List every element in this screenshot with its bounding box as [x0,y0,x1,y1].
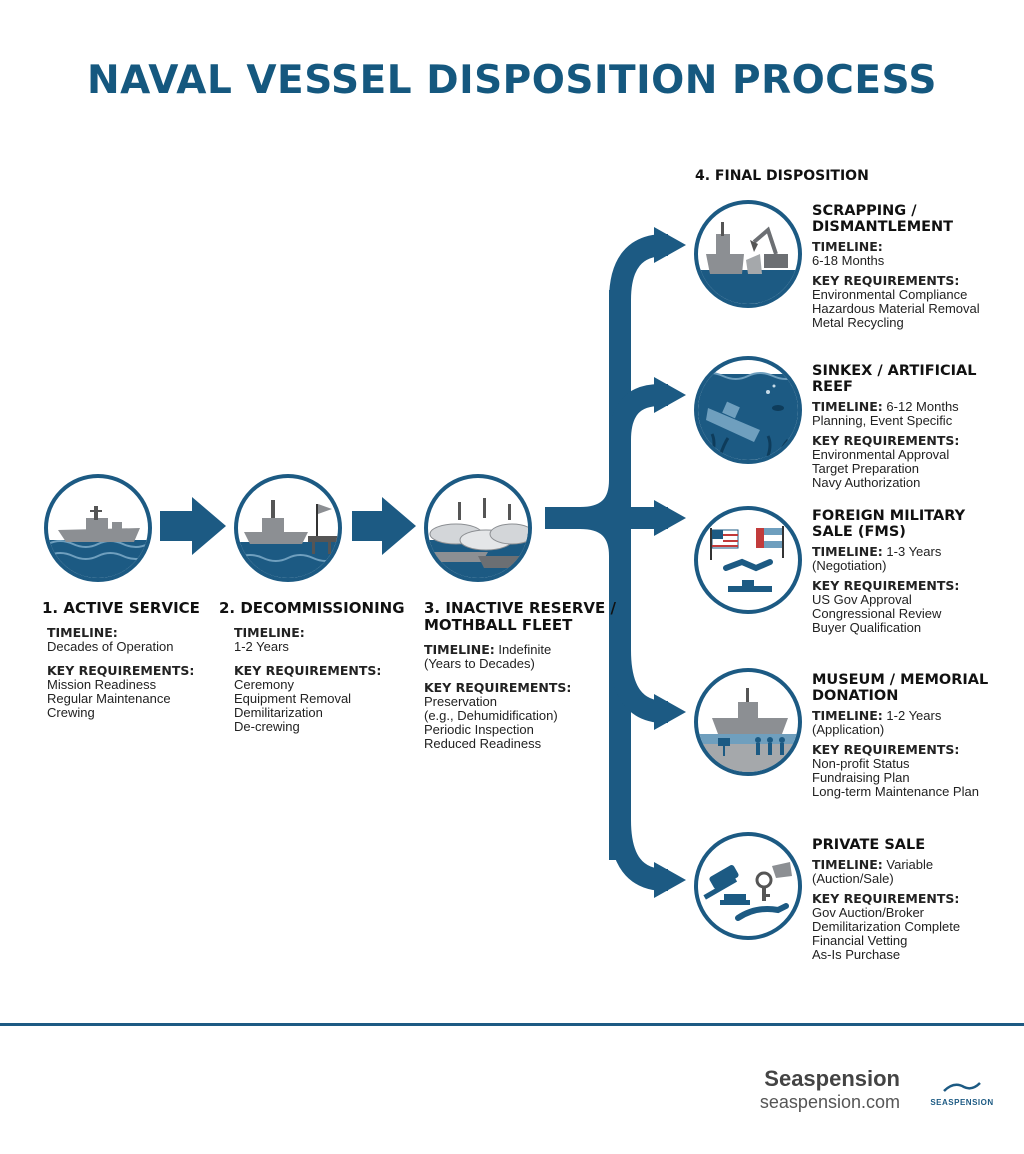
timeline-label: TIMELINE: [812,239,883,254]
stage-2-details: TIMELINE: 1-2 Years KEY REQUIREMENTS: Ce… [234,626,381,734]
requirement-item: Environmental Approval [812,447,950,462]
destroyer-at-sea-icon [44,474,152,582]
requirement-item: Metal Recycling [812,315,904,330]
requirement-item: Congressional Review [812,606,942,621]
requirements-label: KEY REQUIREMENTS: [47,663,195,678]
requirement-item: Target Preparation [812,461,919,476]
timeline-value: (Negotiation) [812,558,887,573]
timeline-label: TIMELINE: [812,544,883,559]
timeline-label: TIMELINE: [47,625,118,640]
stage-2-title: 2. DECOMMISSIONING [219,599,405,617]
requirement-item: Long-term Maintenance Plan [812,784,979,799]
requirement-item: Buyer Qualification [812,620,922,635]
requirement-item: Fundraising Plan [812,770,910,785]
requirements-label: KEY REQUIREMENTS: [812,273,960,288]
requirement-item: Demilitarization [234,705,323,720]
arrowhead-museum [654,694,686,730]
timeline-value: (Auction/Sale) [812,871,894,886]
timeline-label: TIMELINE: [812,857,883,872]
timeline-value: Indefinite [498,642,552,657]
timeline-value: Decades of Operation [47,639,174,654]
option-private-sale-details: PRIVATE SALE TIMELINE: Variable (Auction… [812,837,1022,962]
museum-ship-visitors-icon [694,668,802,776]
brand-name: Seaspension [764,1066,900,1091]
requirement-item: Gov Auction/Broker [812,905,924,920]
timeline-value: 6-18 Months [812,253,885,268]
ship-at-pier-flag-icon [234,474,342,582]
option-fms-details: FOREIGN MILITARY SALE (FMS) TIMELINE: 1-… [812,508,1022,635]
timeline-value: (Years to Decades) [424,656,535,671]
requirement-item: Mission Readiness [47,677,157,692]
arrow-1-to-2 [160,497,226,555]
requirement-item: Periodic Inspection [424,722,534,737]
requirement-item: De-crewing [234,719,300,734]
option-scrapping-details: SCRAPPING / DISMANTLEMENT TIMELINE: 6-18… [812,203,1022,330]
requirements-label: KEY REQUIREMENTS: [812,433,960,448]
requirement-item: Regular Maintenance [47,691,171,706]
stage-3-details: TIMELINE: Indefinite (Years to Decades) … [424,643,571,751]
requirement-item: Hazardous Material Removal [812,301,980,316]
timeline-value: Planning, Event Specific [812,413,953,428]
requirement-item: US Gov Approval [812,592,912,607]
wave-logo-icon [943,1082,981,1092]
timeline-value: (Application) [812,722,885,737]
option-museum-details: MUSEUM / MEMORIAL DONATION TIMELINE: 1-2… [812,672,1022,799]
option-title: SINKEX / ARTIFICIAL REEF [812,363,977,395]
option-title: MUSEUM / MEMORIAL DONATION [812,672,989,704]
arrowhead-private [654,862,686,898]
option-title: PRIVATE SALE [812,837,926,853]
sunken-ship-reef-icon [694,356,802,464]
requirement-item: Reduced Readiness [424,736,542,751]
timeline-value: 1-2 Years [234,639,289,654]
footer-divider [0,1023,1024,1026]
timeline-label: TIMELINE: [812,708,883,723]
requirements-label: KEY REQUIREMENTS: [234,663,382,678]
timeline-value: 1-3 Years [886,544,942,559]
requirement-item: Financial Vetting [812,933,908,948]
requirement-item: As-Is Purchase [812,947,901,962]
requirement-item: Demilitarization Complete [812,919,961,934]
requirements-label: KEY REQUIREMENTS: [812,578,960,593]
timeline-value: Variable [886,857,934,872]
brand-url[interactable]: seaspension.com [759,1092,900,1112]
option-title: SCRAPPING / DISMANTLEMENT [812,203,954,235]
brand-logo-text: SEASPENSION [930,1098,994,1107]
requirement-item: Preservation [424,694,497,709]
stage-3-title: 3. INACTIVE RESERVE / MOTHBALL FLEET [424,599,616,634]
timeline-label: TIMELINE: [424,642,495,657]
mothball-fleet-icon [424,474,532,582]
requirement-item: Equipment Removal [234,691,352,706]
requirement-item: Crewing [47,705,95,720]
brand-logo: SEASPENSION [920,1080,1004,1107]
requirement-item: Navy Authorization [812,475,921,490]
timeline-label: TIMELINE: [234,625,305,640]
arrowhead-scrapping [654,227,686,263]
flags-handshake-icon [694,506,802,614]
page-title: NAVAL VESSEL DISPOSITION PROCESS [87,58,937,103]
arrowhead-sinkex [654,377,686,413]
flow-connector [160,227,686,898]
requirements-label: KEY REQUIREMENTS: [812,891,960,906]
timeline-label: TIMELINE: [812,399,883,414]
requirement-item: (e.g., Dehumidification) [424,708,558,723]
gavel-key-sale-icon [694,832,802,940]
option-title: FOREIGN MILITARY SALE (FMS) [812,508,966,540]
timeline-value: 1-2 Years [886,708,942,723]
ship-scrapping-excavator-icon [694,200,802,308]
option-sinkex-details: SINKEX / ARTIFICIAL REEF TIMELINE: 6-12 … [812,363,1022,490]
requirement-item: Non-profit Status [812,756,910,771]
requirements-label: KEY REQUIREMENTS: [812,742,960,757]
arrow-2-to-3 [352,497,416,555]
final-disposition-heading: 4. FINAL DISPOSITION [695,168,869,184]
stage-1-title: 1. ACTIVE SERVICE [42,599,200,617]
stage-1-details: TIMELINE: Decades of Operation KEY REQUI… [47,626,194,720]
requirement-item: Environmental Compliance [812,287,968,302]
timeline-value: 6-12 Months [886,399,959,414]
requirements-label: KEY REQUIREMENTS: [424,680,572,695]
arrowhead-fms [654,500,686,536]
requirement-item: Ceremony [234,677,294,692]
